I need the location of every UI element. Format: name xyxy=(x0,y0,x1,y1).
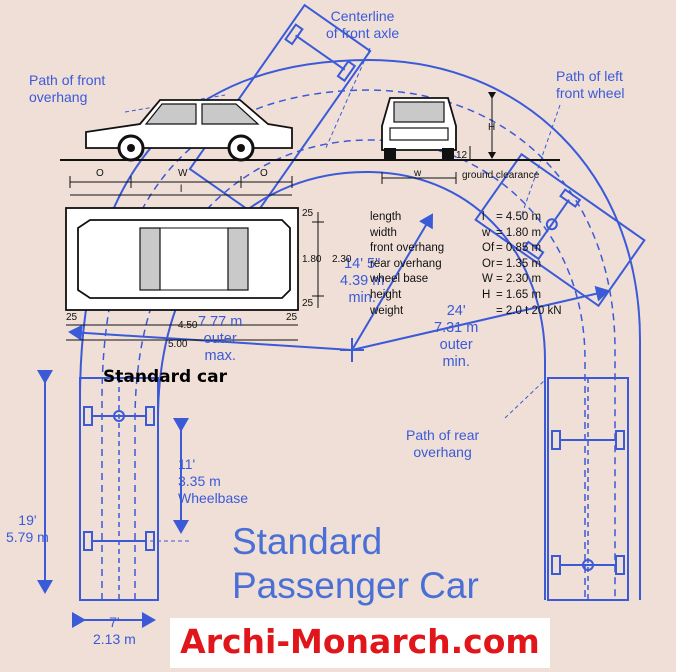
dim-180: 1.80 xyxy=(302,254,322,265)
car-plan-view xyxy=(65,207,324,341)
car-side-elevation xyxy=(60,99,560,162)
dim-25-top: 25 xyxy=(302,208,314,219)
dim-W: W xyxy=(178,168,188,179)
dim-230: 2.30 xyxy=(332,254,352,265)
intermediate-car-positions xyxy=(188,3,646,308)
start-car-outline xyxy=(79,377,190,601)
label-path-left-front-wheel: Path of left front wheel xyxy=(556,68,625,101)
label-length-dim: 19' 5.79 m xyxy=(6,512,49,545)
dim-450: 4.50 xyxy=(178,320,198,331)
end-car-outline xyxy=(547,377,629,601)
dim-w: w xyxy=(414,168,422,179)
wheel-path-line xyxy=(101,89,616,600)
car-front-elevation xyxy=(381,92,496,160)
dim-H: H xyxy=(488,122,496,133)
dim-Or: O xyxy=(260,168,268,179)
dim-500: 5.00 xyxy=(168,339,188,350)
dim-Of: O xyxy=(96,168,104,179)
label-turn-outer-min: 24' 7.31 m outer min. xyxy=(434,303,479,370)
label-path-front-overhang: Path of front overhang xyxy=(29,72,106,105)
radius-arrows xyxy=(68,213,610,362)
label-turn-outer-max: 7.77 m outer max. xyxy=(198,314,243,364)
label-path-rear-overhang: Path of rear overhang xyxy=(406,427,480,460)
label-wheelbase: 11' 3.35 m Wheelbase xyxy=(178,456,249,506)
dimension-arrows xyxy=(37,370,189,628)
elevation-dimensions xyxy=(69,172,457,196)
label-centerline: Centerline of front axle xyxy=(326,8,400,41)
standard-car-label: Standard car xyxy=(103,367,227,387)
dim-25-right: 25 xyxy=(286,312,298,323)
dim-25-left: 25 xyxy=(66,312,78,323)
label-turn-inner: 14' 5" 4.39 m min. xyxy=(340,256,385,306)
label-ground-clearance: ground clearance xyxy=(462,170,540,181)
label-width-dim: 7' 2.13 m xyxy=(93,614,136,647)
dim-25-bottom: 25 xyxy=(302,298,314,309)
dim-l: l xyxy=(180,184,183,195)
page-title: Standard Passenger Car xyxy=(232,521,479,606)
dim-12: 12 xyxy=(456,150,468,161)
brand-link[interactable]: Archi-Monarch.com xyxy=(170,618,550,668)
